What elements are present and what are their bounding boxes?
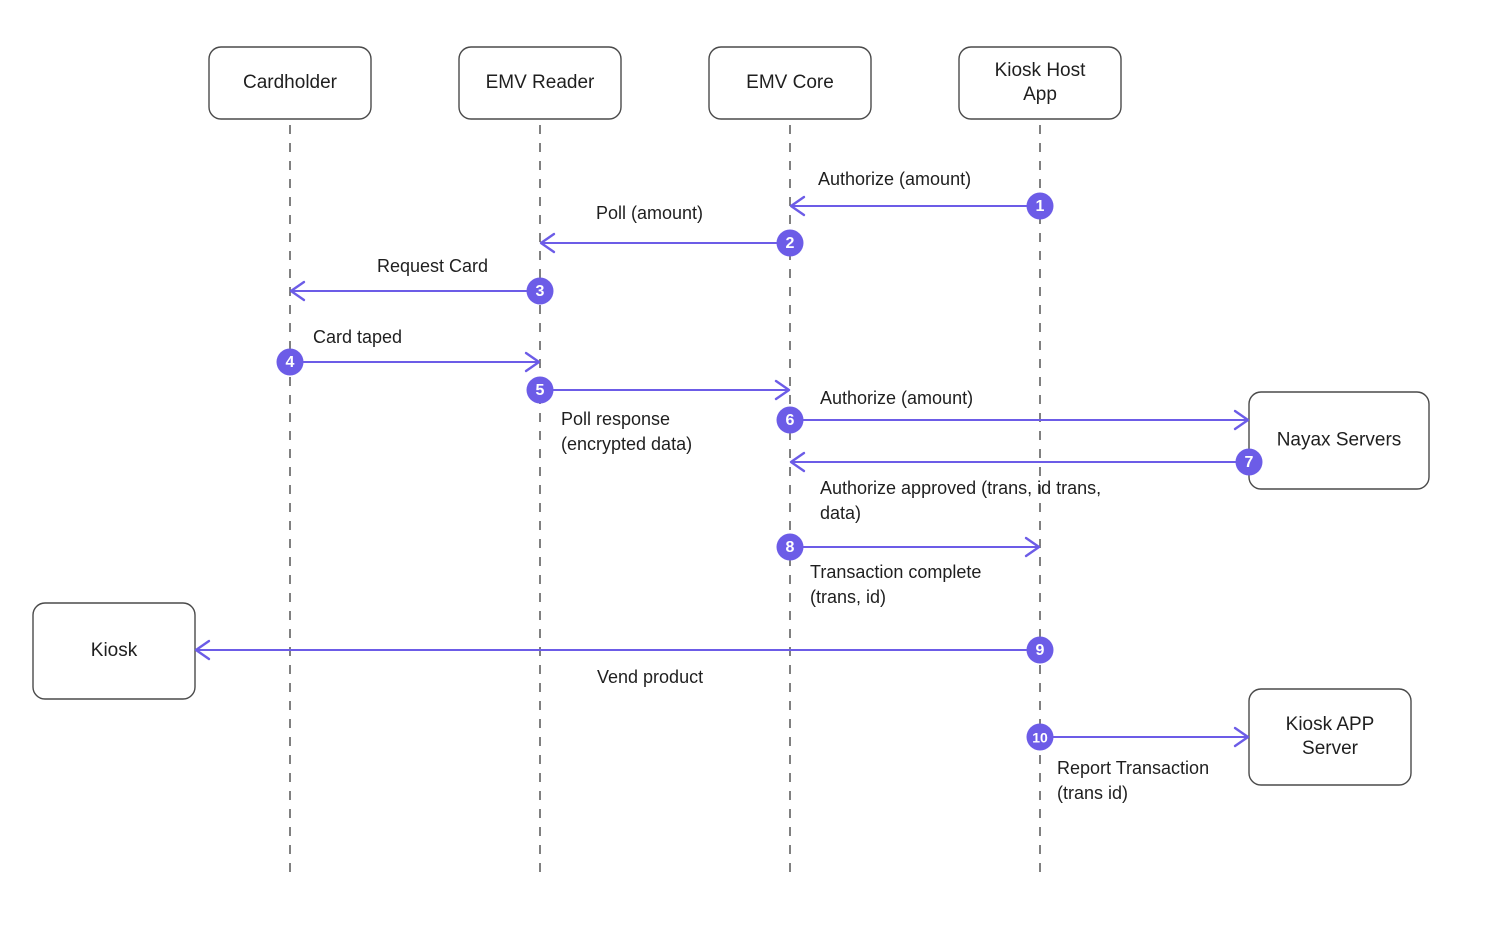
message-arrowhead-9 [194,639,211,661]
message-arrowhead-4 [524,351,541,373]
message-label-1: Authorize (amount) [818,169,971,189]
message-arrowhead-5 [774,379,791,401]
step-badge-number: 2 [786,235,795,252]
step-badge-4[interactable]: 4 [276,348,304,376]
message-10[interactable]: Report Transaction (trans id) [1040,726,1250,803]
step-badge-circle [1026,192,1054,220]
step-badge-circle [1026,723,1054,751]
message-label-3: Request Card [377,256,488,276]
message-label-7: Authorize approved (trans, id trans, [820,478,1101,498]
step-badge-7[interactable]: 7 [1235,448,1263,476]
step-badge-3[interactable]: 3 [526,277,554,305]
external-node-kiosk-app-server[interactable]: Kiosk APP Server [1248,688,1412,786]
external-node-box [1248,688,1412,786]
external-node-kiosk[interactable]: Kiosk [32,602,196,700]
participant-cardholder[interactable]: Cardholder [208,46,372,120]
step-badge-circle [776,406,804,434]
step-badge-2[interactable]: 2 [776,229,804,257]
external-node-box [32,602,196,700]
participant-box [458,46,622,120]
external-node-label: Kiosk [91,640,138,661]
step-badge-6[interactable]: 6 [776,406,804,434]
message-9[interactable]: Vend product [194,639,1040,687]
participant-box [208,46,372,120]
message-label-8: Transaction complete [810,562,981,582]
participant-box [958,46,1122,120]
step-badge-number: 10 [1032,730,1048,746]
external-node-label: Nayax Servers [1277,430,1402,451]
message-label-5: (encrypted data) [561,434,692,454]
message-label-10: Report Transaction [1057,758,1209,778]
message-6[interactable]: Authorize (amount) [790,388,1250,431]
step-badge-number: 6 [786,412,795,429]
message-label-2: Poll (amount) [596,203,703,223]
step-badge-circle [1235,448,1263,476]
participant-label: Kiosk Host [995,60,1087,81]
step-badge-number: 8 [786,539,795,556]
message-label-5: Poll response [561,409,670,429]
step-badge-1[interactable]: 1 [1026,192,1054,220]
step-badge-number: 4 [286,354,295,371]
message-label-10: (trans id) [1057,783,1128,803]
step-badges-layer: 1 2 3 4 5 6 7 8 9 10 [276,192,1263,751]
step-badge-10[interactable]: 10 [1026,723,1054,751]
step-badge-9[interactable]: 9 [1026,636,1054,664]
participant-nodes-layer: Cardholder EMV Reader EMV Core Kiosk HostAp… [208,46,1122,120]
participant-label: Cardholder [243,72,338,93]
external-node-label: Server [1302,738,1359,759]
step-badge-circle [526,376,554,404]
participant-box [708,46,872,120]
participant-label: EMV Core [746,72,834,93]
lifelines-layer [289,125,1041,878]
external-node-label: Kiosk APP [1286,714,1375,735]
message-label-6: Authorize (amount) [820,388,973,408]
step-badge-circle [776,229,804,257]
participant-label: EMV Reader [486,72,595,93]
message-7[interactable]: Authorize approved (trans, id trans, data… [789,451,1249,523]
message-label-4: Card taped [313,327,402,347]
message-label-9: Vend product [597,667,703,687]
message-8[interactable]: Transaction complete (trans, id) [790,536,1041,607]
step-badge-number: 7 [1245,454,1254,471]
message-4[interactable]: Card taped [290,327,541,373]
message-arrowhead-10 [1233,726,1250,748]
message-arrowhead-8 [1024,536,1041,558]
message-label-7: data) [820,503,861,523]
messages-layer: Authorize (amount) Poll (amount) Request C… [194,169,1250,803]
message-arrowhead-2 [539,232,556,254]
participant-label: App [1023,84,1057,105]
external-node-nayax-servers[interactable]: Nayax Servers [1248,391,1430,490]
step-badge-circle [776,533,804,561]
participant-emv-reader[interactable]: EMV Reader [458,46,622,120]
message-2[interactable]: Poll (amount) [539,203,790,254]
message-label-8: (trans, id) [810,587,886,607]
message-arrowhead-6 [1233,409,1250,431]
message-arrowhead-1 [789,195,806,217]
participant-emv-core[interactable]: EMV Core [708,46,872,120]
message-arrowhead-3 [289,280,306,302]
step-badge-circle [526,277,554,305]
step-badge-number: 5 [536,382,545,399]
message-arrowhead-7 [789,451,806,473]
message-5[interactable]: Poll response (encrypted data) [540,379,791,454]
message-1[interactable]: Authorize (amount) [789,169,1040,217]
step-badge-circle [1026,636,1054,664]
step-badge-5[interactable]: 5 [526,376,554,404]
external-node-box [1248,391,1430,490]
step-badge-number: 9 [1036,642,1045,659]
step-badge-number: 1 [1036,198,1045,215]
step-badge-number: 3 [536,283,545,300]
step-badge-8[interactable]: 8 [776,533,804,561]
message-3[interactable]: Request Card [289,256,540,302]
step-badge-circle [276,348,304,376]
